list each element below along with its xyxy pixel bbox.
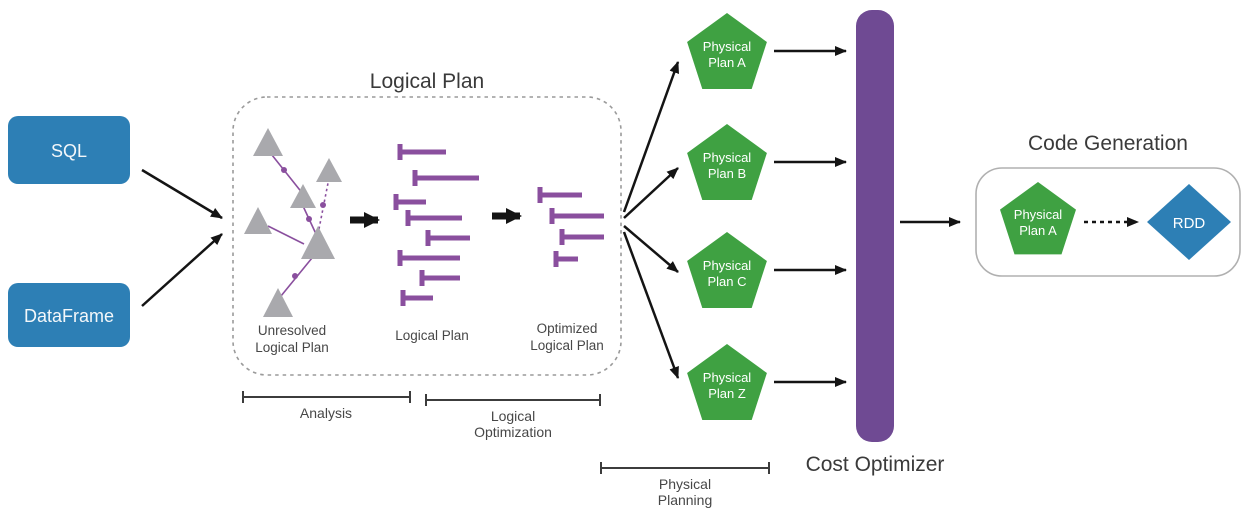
plan-bar bbox=[537, 187, 582, 203]
plan-bar bbox=[405, 210, 462, 226]
cost-optimizer-node: Cost Optimizer bbox=[806, 10, 945, 476]
sql-label: SQL bbox=[51, 141, 87, 161]
physical-planning-label-line2: Planning bbox=[658, 492, 713, 508]
tree-triangle bbox=[290, 184, 316, 208]
tree-edge bbox=[267, 225, 305, 245]
physical-plan-a-pentagon bbox=[687, 13, 767, 89]
unresolved-label-line2: Logical Plan bbox=[255, 340, 329, 355]
plan-bar bbox=[393, 194, 426, 210]
logical-optimization-bracket-line bbox=[425, 394, 601, 406]
selected-physical-plan-node: Physical Plan A bbox=[1000, 182, 1076, 255]
dataframe-node: DataFrame bbox=[8, 283, 130, 347]
physical-planning-bracket-line bbox=[600, 462, 770, 474]
arrow-to-plan-z bbox=[622, 231, 680, 379]
code-generation-title: Code Generation bbox=[1028, 132, 1188, 155]
logical-plan-title: Logical Plan bbox=[370, 70, 484, 93]
tree-triangle bbox=[263, 288, 293, 317]
sql-node: SQL bbox=[8, 116, 130, 184]
optimized-plan-glyphs bbox=[537, 187, 604, 267]
selected-plan-label-line1: Physical bbox=[1014, 207, 1063, 222]
logical-optimization-bracket: Logical Optimization bbox=[425, 394, 601, 440]
rdd-label: RDD bbox=[1173, 215, 1206, 232]
tree-triangle bbox=[253, 128, 283, 156]
tree-triangle bbox=[316, 158, 342, 182]
plan-bar bbox=[425, 230, 470, 246]
plan-bar bbox=[400, 290, 433, 306]
tree-dot bbox=[320, 202, 326, 208]
physical-plan-c-label-line1: Physical bbox=[703, 258, 752, 273]
unresolved-label-line1: Unresolved bbox=[258, 323, 326, 338]
plan-bar bbox=[419, 270, 460, 286]
arrow-to-plan-b bbox=[623, 167, 679, 219]
physical-plan-c-pentagon bbox=[687, 232, 767, 308]
physical-plan-a-node: Physical Plan A bbox=[687, 13, 767, 89]
arrow-sql-to-logical bbox=[141, 168, 223, 220]
physical-plan-z-pentagon bbox=[687, 344, 767, 420]
logical-plan-glyphs bbox=[393, 144, 479, 306]
rdd-node: RDD bbox=[1147, 184, 1231, 260]
logical-optimization-label-line2: Optimization bbox=[474, 424, 552, 440]
logical-plan-dashed-box bbox=[232, 96, 622, 376]
plan-bar bbox=[559, 229, 604, 245]
physical-planning-bracket: Physical Planning bbox=[600, 462, 770, 508]
plan-bar bbox=[553, 251, 578, 267]
tree-dot bbox=[281, 167, 287, 173]
physical-plan-z-node: Physical Plan Z bbox=[687, 344, 767, 420]
physical-plan-a-label-line2: Plan A bbox=[708, 55, 746, 70]
analysis-bracket-line bbox=[242, 391, 411, 403]
arrow-to-plan-a bbox=[622, 61, 680, 213]
arrow-dataframe-to-logical bbox=[141, 233, 223, 307]
optimized-label-line1: Optimized bbox=[537, 321, 598, 336]
plan-bar bbox=[397, 144, 446, 160]
plan-bar bbox=[412, 170, 479, 186]
selected-plan-label-line2: Plan A bbox=[1019, 223, 1057, 238]
physical-plan-b-pentagon bbox=[687, 124, 767, 200]
physical-plan-b-label-line1: Physical bbox=[703, 150, 752, 165]
tree-dot bbox=[292, 273, 298, 279]
dataframe-label: DataFrame bbox=[24, 306, 114, 326]
tree-triangle bbox=[244, 207, 272, 234]
physical-plan-z-label-line1: Physical bbox=[703, 370, 752, 385]
optimized-label-line2: Logical Plan bbox=[530, 338, 604, 353]
analysis-bracket: Analysis bbox=[242, 391, 411, 421]
physical-plan-c-label-line2: Plan C bbox=[707, 274, 746, 289]
sql-box bbox=[8, 116, 130, 184]
cost-optimizer-bar bbox=[856, 10, 894, 442]
code-generation-group: Code Generation Physical Plan A RDD bbox=[975, 132, 1241, 277]
physical-plan-c-node: Physical Plan C bbox=[687, 232, 767, 308]
plan-bar bbox=[397, 250, 460, 266]
tree-triangle bbox=[301, 226, 335, 259]
logical-label: Logical Plan bbox=[395, 328, 469, 343]
logical-optimization-label-line1: Logical bbox=[491, 408, 535, 424]
rdd-diamond bbox=[1147, 184, 1231, 260]
physical-planning-label-line1: Physical bbox=[659, 476, 711, 492]
physical-plan-b-label-line2: Plan B bbox=[708, 166, 746, 181]
selected-physical-plan-pentagon bbox=[1000, 182, 1076, 255]
code-generation-box bbox=[975, 167, 1241, 277]
arrow-to-plan-c bbox=[623, 225, 679, 273]
physical-plan-a-label-line1: Physical bbox=[703, 39, 752, 54]
physical-plan-z-label-line2: Plan Z bbox=[708, 386, 746, 401]
dataframe-box bbox=[8, 283, 130, 347]
physical-plan-b-node: Physical Plan B bbox=[687, 124, 767, 200]
unresolved-plan-tree bbox=[244, 128, 342, 317]
analysis-label: Analysis bbox=[300, 405, 352, 421]
tree-dot bbox=[306, 216, 312, 222]
plan-bar bbox=[549, 208, 604, 224]
cost-optimizer-label: Cost Optimizer bbox=[806, 453, 945, 476]
